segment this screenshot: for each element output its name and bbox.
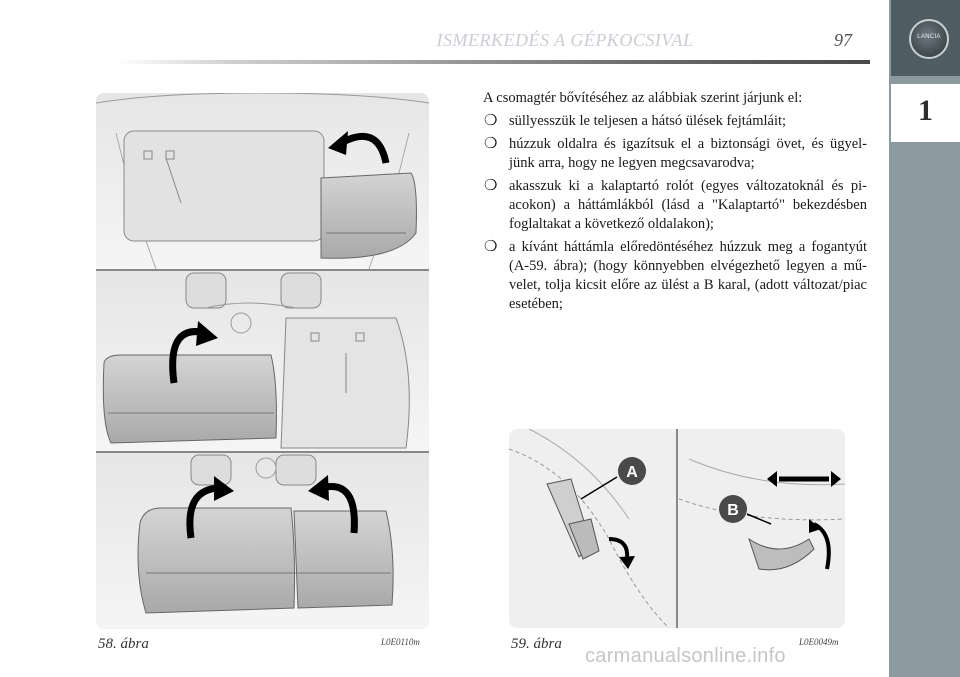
panel-middle (96, 271, 429, 451)
figure-59-illustration: A B (509, 429, 845, 628)
logo-text: LANCIA (917, 34, 941, 40)
list-item-text: süllyesszük le teljesen a hátsó ülések f… (509, 113, 787, 129)
list-item-text: akasszuk ki a kalaptartó rolót (egyes vá… (509, 178, 867, 232)
figure-58-caption: 58. ábra (98, 636, 149, 652)
list-item: ❍ a kívánt háttámla előredöntéséhez húzzu… (483, 238, 867, 314)
header-rule (118, 60, 870, 64)
right-panel: B (678, 458, 845, 571)
circle-bullet-icon: ❍ (484, 113, 498, 129)
running-header: ISMERKEDÉS A GÉPKOCSIVAL (436, 30, 694, 50)
label-b: B (727, 502, 739, 519)
circle-bullet-icon: ❍ (484, 239, 498, 255)
list-item: ❍ akasszuk ki a kalaptartó rolót (egyes v… (483, 177, 867, 234)
chapter-number: 1 (918, 94, 933, 127)
watermark: carmanualsonline.info (585, 645, 786, 667)
list-item-text: a kívánt háttámla előredöntéséhez húzzuk… (509, 239, 867, 312)
intro-paragraph: A csomagtér bővítéséhez az alábbiak szer… (483, 90, 803, 106)
panel-top (96, 93, 429, 270)
lancia-logo: LANCIA (909, 19, 949, 59)
list-item: ❍ húzzuk oldalra és igazítsuk el a bizton… (483, 135, 867, 173)
figure-59-code: L0E0049m (799, 637, 839, 647)
list-item: ❍ süllyesszük le teljesen a hátsó ülések … (483, 112, 867, 131)
figure-59: A B (509, 429, 845, 628)
page-number: 97 (834, 30, 852, 50)
list-item-text: húzzuk oldalra és igazítsuk el a biztons… (509, 136, 867, 171)
figure-59-caption: 59. ábra (511, 636, 562, 652)
panel-bottom (96, 453, 429, 629)
figure-58-code: L0E0110m (381, 637, 420, 647)
figure-58-illustration (96, 93, 429, 629)
body-text: A csomagtér bővítéséhez az alábbiak szer… (483, 89, 867, 318)
circle-bullet-icon: ❍ (484, 136, 498, 152)
label-a: A (626, 464, 638, 481)
left-panel: A (509, 429, 670, 628)
circle-bullet-icon: ❍ (484, 178, 498, 194)
chapter-tab[interactable] (891, 84, 960, 142)
figure-58 (96, 93, 429, 629)
instruction-list: ❍ süllyesszük le teljesen a hátsó ülések … (483, 112, 867, 314)
